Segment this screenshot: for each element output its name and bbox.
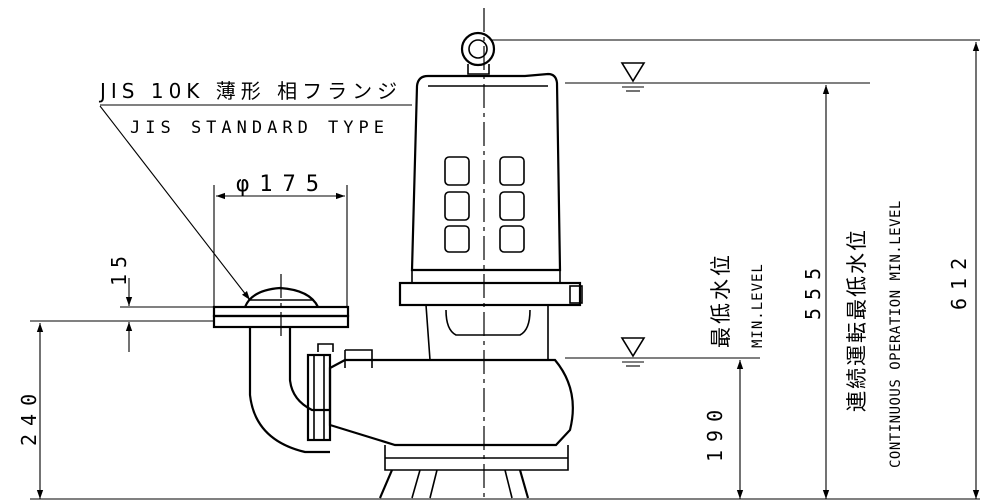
min-level-dimension: 190 最低水位 MIN.LEVEL — [703, 252, 766, 499]
flange-thickness-label: 15 — [107, 250, 131, 286]
flange-callout-en: JIS STANDARD TYPE — [130, 118, 389, 138]
overall-height-label: 612 — [947, 250, 971, 310]
lifting-eye-base — [467, 64, 490, 75]
flange-callout-jp: JIS 10K 薄形 相フランジ — [98, 79, 402, 103]
cooling-fins — [444, 156, 525, 253]
motor-housing — [410, 72, 562, 272]
discharge-height-label: 240 — [17, 386, 41, 446]
lifting-eye-hole — [468, 39, 488, 59]
min-level-jp: 最低水位 — [709, 252, 733, 348]
flange-callout: JIS 10K 薄形 相フランジ JIS STANDARD TYPE — [98, 79, 412, 301]
min-level-height-label: 190 — [703, 402, 727, 462]
overall-height-dimension: 612 — [490, 39, 980, 499]
lifting-eye — [460, 31, 496, 67]
volute-casing — [328, 358, 574, 447]
continuous-level-height-label: 555 — [801, 260, 825, 320]
diameter-dimension: φ175 — [213, 172, 348, 307]
pump-outline — [212, 8, 583, 499]
discharge-height-dimension: 240 — [17, 323, 44, 499]
water-level-upper — [565, 62, 870, 92]
continuous-level-dimension: 555 連続運転最低水位 CONTINUOUS OPERATION MIN.LE… — [801, 85, 904, 499]
elbow-flange — [306, 353, 332, 442]
diameter-label: φ175 — [236, 172, 329, 197]
flange-thickness-dimension: 15 — [30, 250, 214, 352]
continuous-level-jp: 連続運転最低水位 — [845, 228, 869, 412]
min-level-en: MIN.LEVEL — [750, 263, 766, 348]
discharge-elbow — [248, 328, 330, 454]
flange-bolt — [569, 285, 583, 304]
water-level-lower — [565, 337, 760, 367]
motor-flange — [398, 281, 582, 307]
companion-flange-boss — [243, 286, 319, 308]
continuous-level-en: CONTINUOUS OPERATION MIN.LEVEL — [888, 200, 904, 468]
